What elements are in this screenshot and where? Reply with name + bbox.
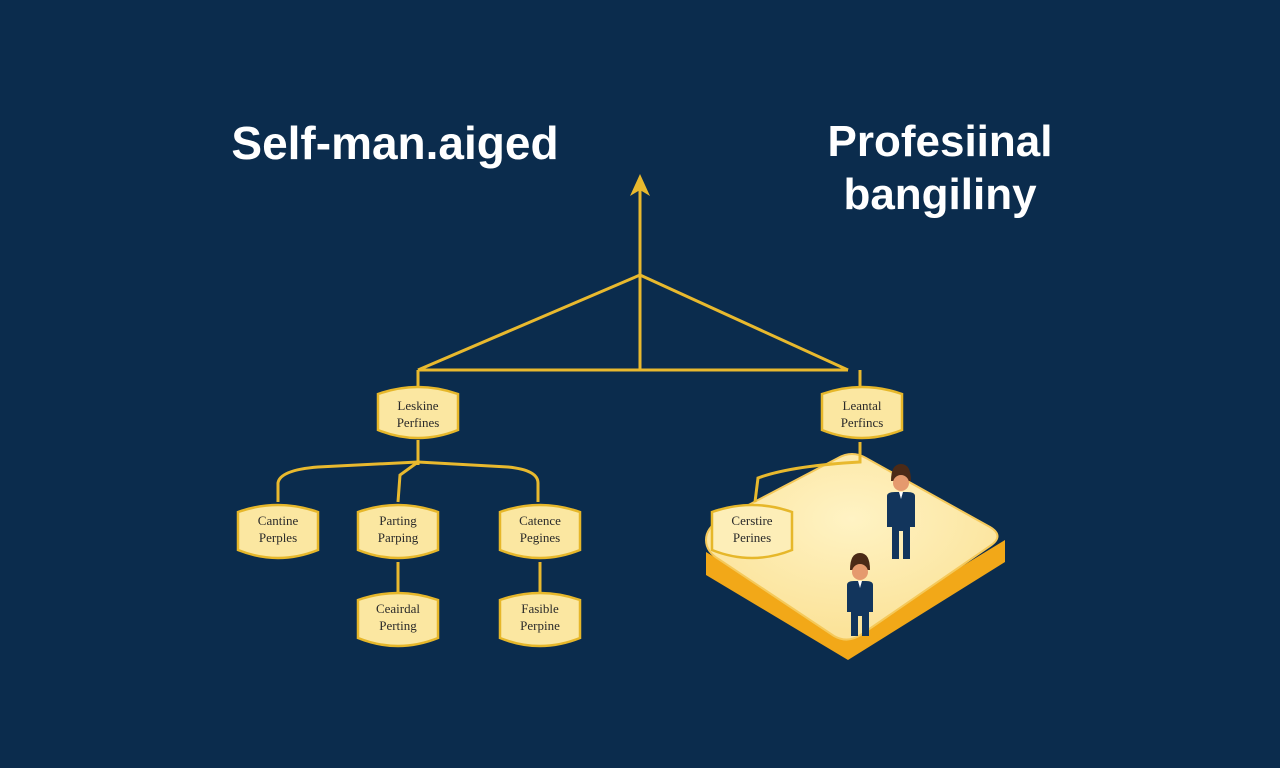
title-self-managed: Self-man.aiged: [231, 117, 559, 169]
right-branch-line: [753, 442, 862, 503]
title-professional-line2: bangiliny: [843, 169, 1037, 219]
node-right-child: [710, 503, 794, 560]
node-left-root: [376, 385, 460, 440]
arrow-up-icon: [630, 174, 650, 196]
title-professional-line1: Profesiinal: [827, 117, 1053, 166]
node-right-root: [820, 385, 904, 440]
left-diagonal-line: [417, 273, 641, 372]
node-left-child3: [498, 503, 582, 560]
node-left-child2-label: Parting Parping: [377, 513, 419, 545]
node-left-child1: [236, 503, 320, 560]
connectors: [276, 190, 862, 592]
title-professional: Profesiinal bangiliny: [770, 116, 1110, 222]
node-left-child3-label: Catence Pegines: [519, 513, 561, 545]
node-left-grand2: [498, 591, 582, 648]
person-icon: [847, 553, 873, 636]
node-left-grand2-label: Fasible Perpine: [520, 601, 560, 633]
node-right-child-label: Cerstire Perines: [731, 513, 773, 545]
node-left-grand1-label: Ceairdal Perting: [375, 601, 421, 633]
node-left-grand1: [356, 591, 440, 648]
right-diagonal-line: [639, 273, 849, 372]
node-right-root-label: Leantal Perfincs: [840, 398, 884, 430]
person-icon: [887, 464, 915, 559]
node-left-child1-label: Cantine Perples: [257, 513, 299, 545]
node-left-child2: [356, 503, 440, 560]
node-left-root-label: Leskine Perfines: [396, 398, 440, 430]
